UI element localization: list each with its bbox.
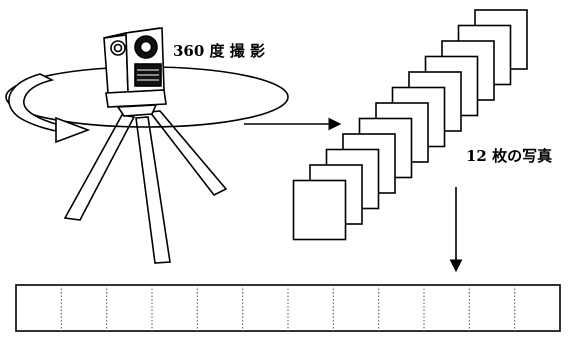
camera	[104, 28, 166, 116]
tripod	[65, 111, 226, 263]
panorama-caption: 360 度 撮 影	[173, 42, 265, 60]
rotation-arrow	[9, 74, 88, 142]
photo-frame	[294, 181, 346, 240]
camera-lens-side-inner	[115, 45, 122, 52]
tripod-leg-middle	[136, 117, 170, 263]
rotation-arrow-band	[9, 74, 56, 131]
photos-caption: 12 枚の写真	[466, 147, 552, 165]
camera-lens-main-inner	[141, 42, 152, 53]
rotation-arrow-head	[56, 118, 88, 142]
tripod-head	[118, 105, 156, 116]
panorama-strip	[16, 285, 560, 331]
